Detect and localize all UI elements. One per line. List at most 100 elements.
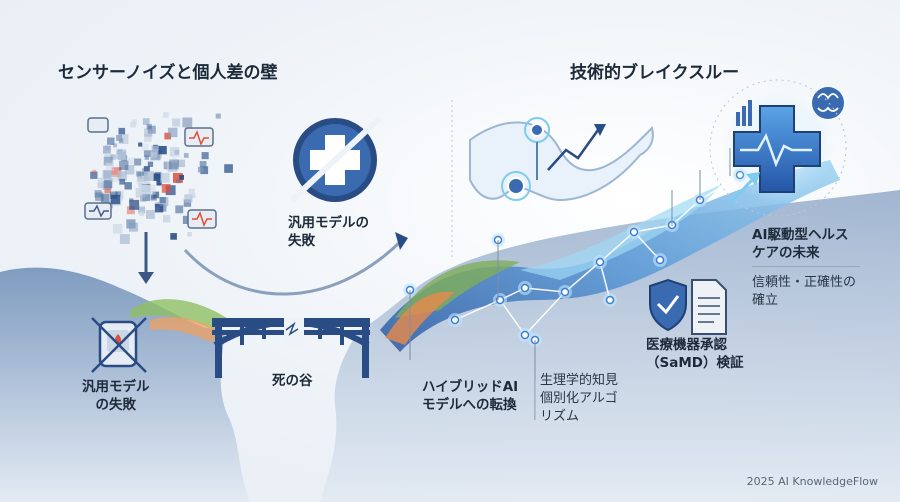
noise-pixel — [143, 150, 151, 157]
arm-sensor-icon — [469, 117, 654, 202]
noise-pixel — [115, 191, 121, 197]
curved-arrow-icon — [183, 232, 408, 296]
noise-pixel — [172, 157, 177, 162]
cyan-ribbon — [520, 185, 720, 280]
noise-pixel — [141, 143, 149, 151]
noise-pixel — [141, 185, 151, 195]
bar-chart-icon — [736, 100, 752, 126]
noise-pixel — [102, 170, 112, 179]
noise-pixel — [164, 132, 172, 140]
noise-pixel — [174, 149, 180, 155]
noise-pixel — [130, 121, 136, 128]
noise-pixel — [163, 161, 172, 170]
ai-future-label: AI駆動型ヘルス ケアの未来 — [752, 227, 849, 262]
noise-pixel — [103, 145, 111, 154]
noise-pixel — [100, 193, 111, 204]
noise-pixel — [156, 180, 162, 186]
noise-pixel — [129, 198, 134, 203]
noise-pixel — [166, 161, 176, 171]
noise-pixel — [144, 134, 152, 142]
noise-pixel-cloud — [86, 112, 233, 244]
noise-pixel — [182, 117, 193, 128]
noise-pixel — [126, 206, 135, 215]
trust-label: 信頼性・正確性の 確立 — [752, 275, 857, 309]
samd-label: 医療機器承認 （SaMD）検証 — [646, 337, 744, 372]
orange-ribbon — [385, 291, 455, 345]
noise-pixel — [153, 144, 158, 150]
noise-pixel — [177, 159, 185, 168]
noise-pixel — [104, 144, 111, 151]
noise-pixel — [147, 125, 156, 134]
network-node — [520, 330, 530, 340]
noise-pixel — [113, 143, 118, 148]
noise-pixel — [97, 177, 103, 183]
noise-pixel — [175, 205, 184, 214]
noise-pixel — [142, 118, 150, 125]
network-nodes — [403, 168, 747, 347]
noise-pixel — [163, 215, 171, 223]
noise-pixel — [154, 204, 164, 213]
noise-pixel — [200, 166, 209, 175]
noise-pixel — [187, 232, 192, 237]
noise-pixel — [95, 192, 104, 201]
pin-lines — [409, 148, 731, 420]
valley-of-death-label: 死の谷 — [272, 373, 313, 389]
noise-pixel — [119, 160, 129, 170]
noise-pixel — [159, 197, 169, 206]
orange-wave-left — [150, 317, 225, 342]
chat-waveform-icon — [84, 117, 217, 229]
noise-pixel — [138, 182, 144, 188]
brain-icon — [812, 87, 844, 119]
network-node — [560, 287, 570, 297]
noise-pixel — [147, 194, 154, 201]
noise-pixel — [158, 146, 167, 155]
noise-pixel — [110, 191, 118, 199]
medical-cross-icon — [289, 115, 383, 203]
noise-pixel — [129, 199, 140, 210]
noise-pixel — [144, 171, 154, 181]
noise-pixel — [153, 173, 161, 181]
noise-pixel — [104, 180, 112, 189]
orbit-ring — [709, 79, 847, 217]
noise-pixel — [197, 166, 204, 173]
network-node — [655, 255, 665, 265]
noise-pixel — [92, 169, 97, 174]
network-node — [629, 227, 639, 237]
noise-pixel — [110, 194, 121, 205]
noise-pixel — [112, 224, 123, 234]
green-wave-left — [130, 299, 230, 330]
right-section-title: 技術的ブレイクスルー — [570, 63, 740, 83]
noise-pixel — [144, 155, 150, 160]
noise-pixel — [215, 113, 221, 119]
noise-pixel — [146, 210, 155, 219]
noise-pixel — [110, 174, 118, 182]
noise-pixel — [199, 161, 207, 168]
noise-pixel — [116, 149, 127, 160]
shield-check-icon — [649, 278, 687, 332]
noise-pixel — [201, 152, 209, 160]
noise-pixel — [118, 127, 126, 135]
noise-pixel — [124, 182, 132, 190]
copyright: 2025 AI KnowledgeFlow — [746, 475, 878, 488]
noise-pixel — [191, 193, 196, 198]
noise-pixel — [173, 173, 183, 183]
broken-device-icon — [91, 317, 147, 373]
noise-pixel — [183, 153, 189, 158]
noise-pixel — [151, 151, 157, 158]
noise-pixel — [137, 176, 142, 181]
noise-pixel — [126, 219, 136, 229]
noise-pixel — [136, 178, 143, 185]
left-section-title: センサーノイズと個人差の壁 — [58, 63, 278, 83]
general-model-failure-label-bottom: 汎用モデル の失敗 — [82, 379, 150, 414]
network-node — [595, 257, 605, 267]
noise-pixel — [152, 191, 160, 199]
noise-pixel — [159, 172, 170, 183]
network-node — [520, 283, 530, 293]
noise-pixel — [134, 158, 142, 166]
noise-pixel — [116, 134, 123, 141]
noise-pixel — [104, 187, 111, 194]
physiology-divider — [535, 380, 536, 420]
noise-pixel — [165, 185, 176, 196]
